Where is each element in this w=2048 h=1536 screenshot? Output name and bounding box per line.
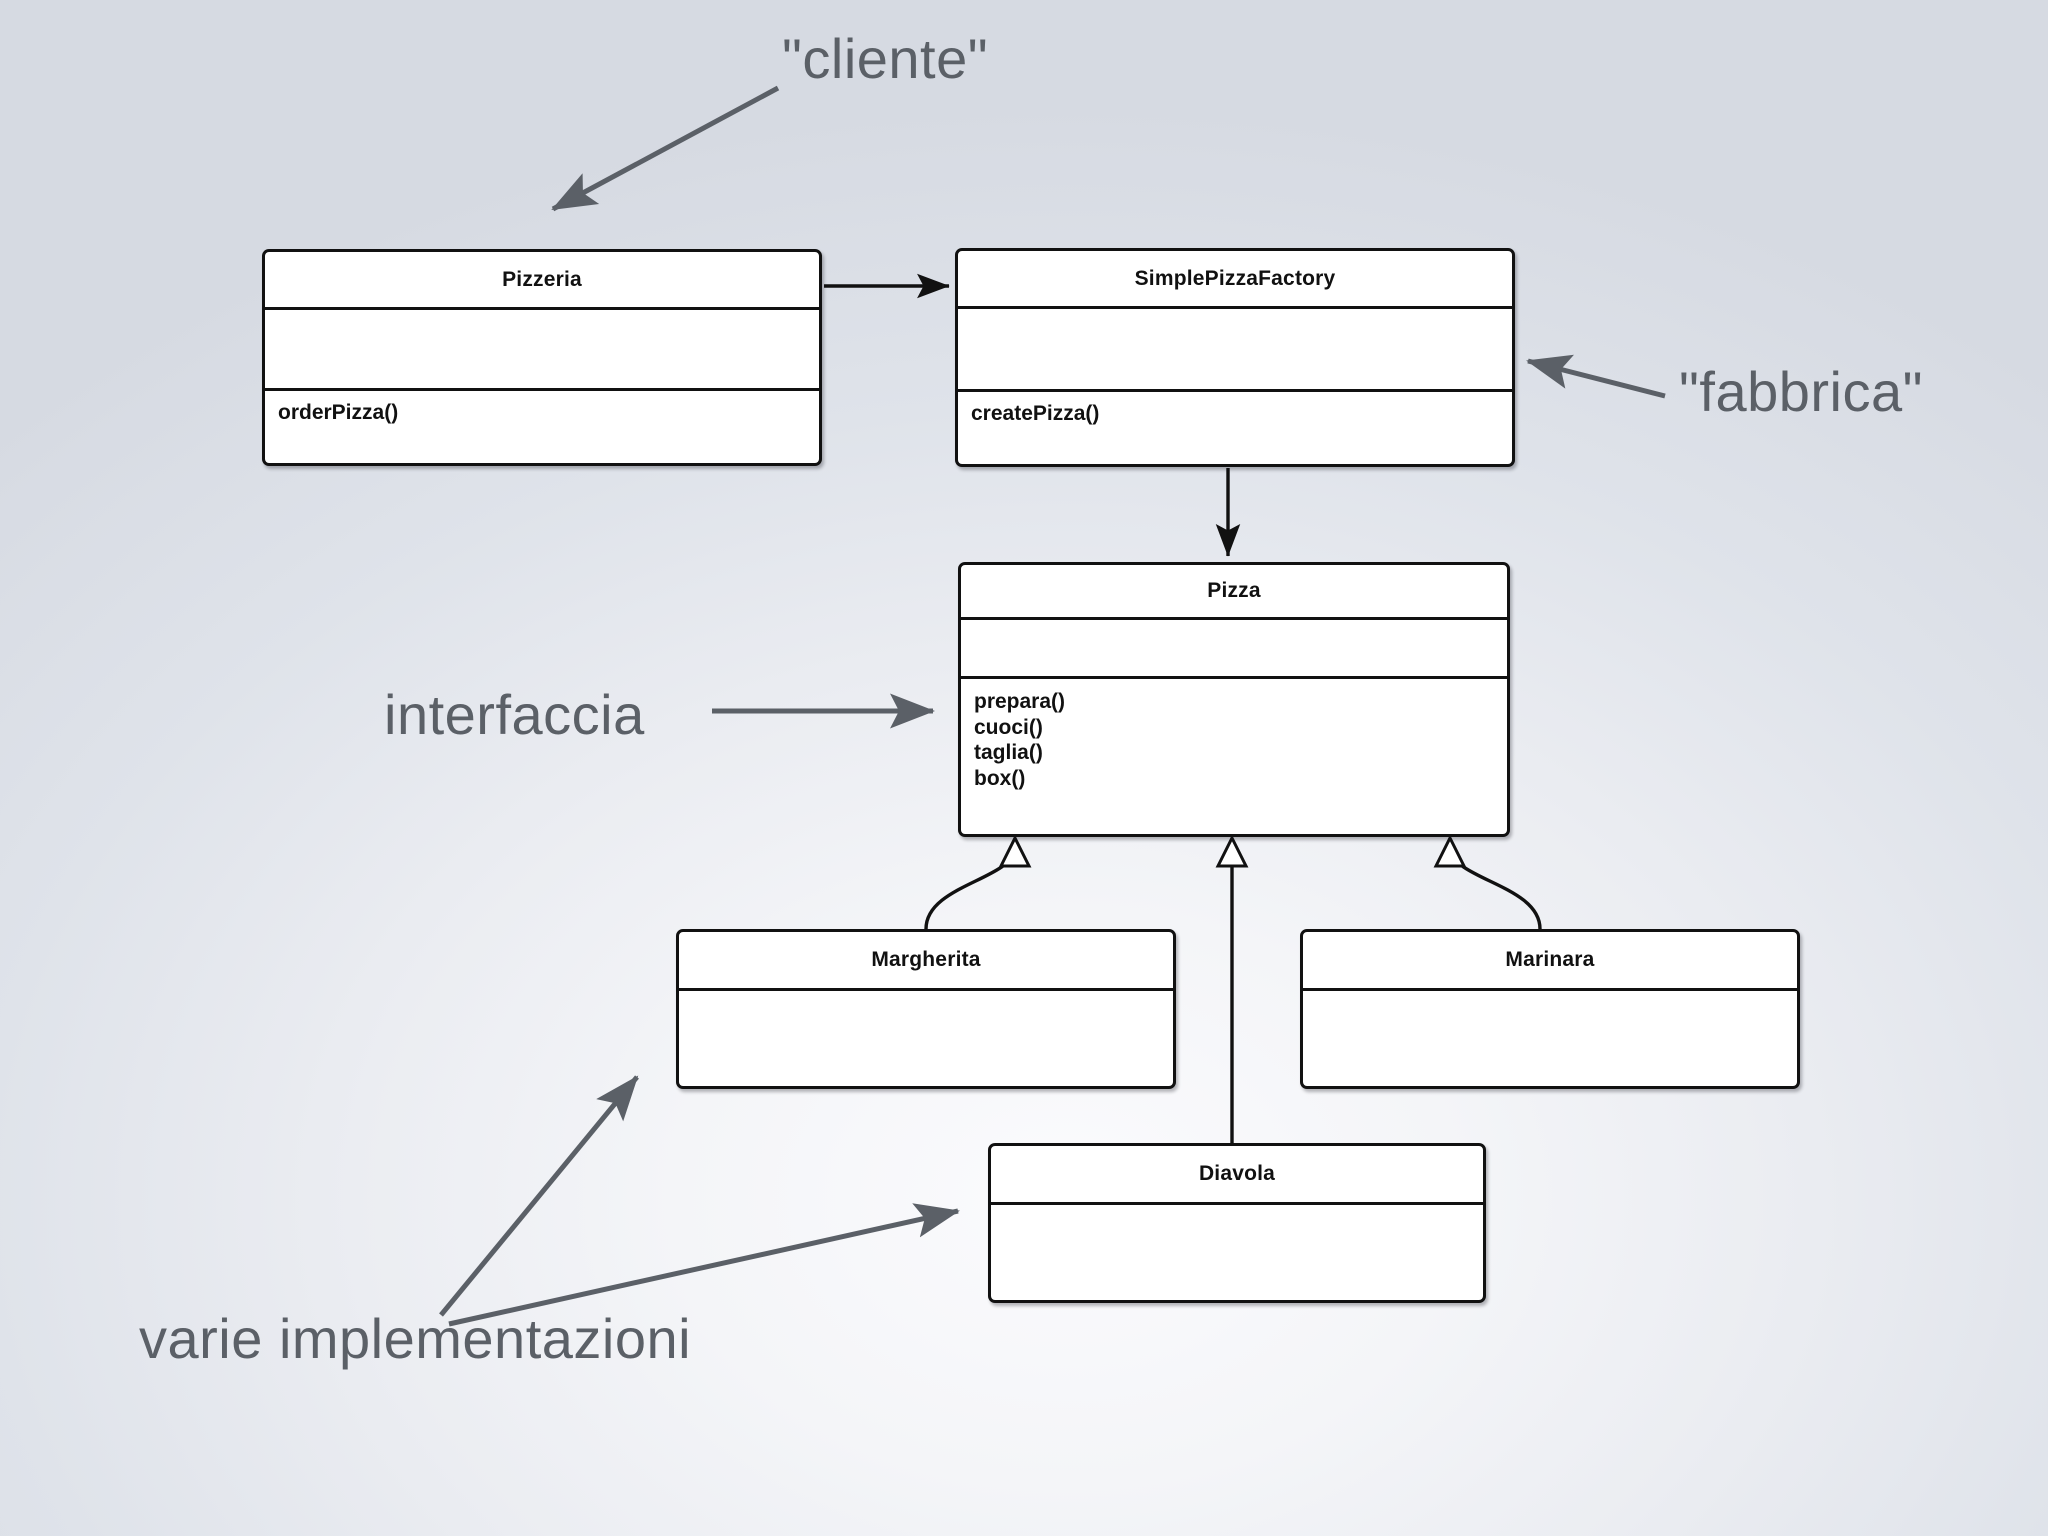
attributes-simplepizzafactory — [958, 309, 1512, 389]
class-box-simplepizzafactory[interactable]: SimplePizzaFactory createPizza() — [955, 248, 1515, 467]
compartment-divider — [961, 617, 1507, 620]
annotation-arrow-varie-to-margherita — [439, 1075, 639, 1317]
connector-marinara-to-pizza — [1433, 834, 1542, 930]
annotation-label-interfaccia: interfaccia — [384, 683, 645, 746]
class-name-pizza: Pizza — [1207, 579, 1261, 602]
attributes-marinara — [1303, 991, 1797, 1086]
connector-diavola-to-pizza — [1215, 834, 1249, 1143]
methods-pizzeria: orderPizza() — [278, 401, 399, 424]
compartment-divider — [958, 306, 1512, 309]
annotation-arrow-cliente — [551, 85, 780, 212]
annotation-arrow-fabbrica — [1526, 354, 1666, 399]
attributes-margherita — [679, 991, 1173, 1086]
class-name-simplepizzafactory: SimplePizzaFactory — [1134, 266, 1336, 290]
compartment-divider — [958, 389, 1512, 392]
class-box-pizzeria[interactable]: Pizzeria orderPizza() — [262, 249, 822, 466]
class-name-diavola: Diavola — [1198, 1162, 1276, 1185]
connector-margherita-to-pizza — [924, 834, 1032, 930]
attributes-diavola — [991, 1205, 1483, 1300]
compartment-divider — [265, 307, 819, 310]
class-name-margherita: Margherita — [871, 948, 981, 971]
attributes-pizza — [961, 620, 1507, 676]
class-name-pizzeria: Pizzeria — [502, 267, 582, 291]
compartment-divider — [1303, 988, 1797, 991]
class-box-diavola[interactable]: Diavola — [988, 1143, 1486, 1303]
class-name-marinara: Marinara — [1505, 948, 1595, 971]
compartment-divider — [679, 988, 1173, 991]
annotation-label-fabbrica: "fabbrica" — [1679, 360, 1923, 423]
annotation-label-cliente: "cliente" — [782, 27, 989, 90]
class-box-margherita[interactable]: Margherita — [676, 929, 1176, 1089]
methods-pizza: prepara() cuoci() taglia() box() — [974, 690, 1066, 790]
attributes-pizzeria — [265, 310, 819, 388]
compartment-divider — [991, 1202, 1483, 1205]
class-box-pizza[interactable]: Pizza prepara() cuoci() taglia() box() — [958, 562, 1510, 837]
methods-simplepizzafactory: createPizza() — [971, 402, 1100, 425]
compartment-divider — [961, 676, 1507, 679]
class-box-marinara[interactable]: Marinara — [1300, 929, 1800, 1089]
compartment-divider — [265, 388, 819, 391]
annotation-label-varie-implementazioni: varie implementazioni — [139, 1307, 692, 1370]
